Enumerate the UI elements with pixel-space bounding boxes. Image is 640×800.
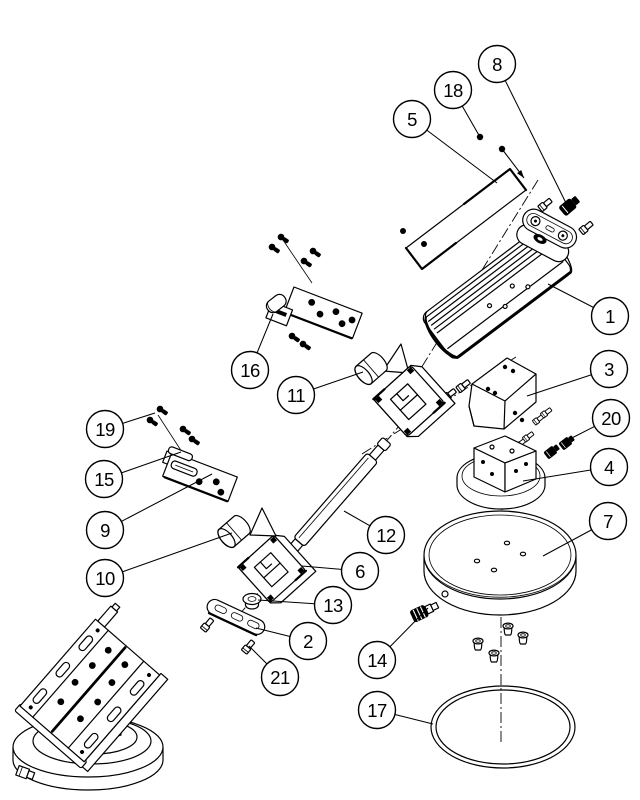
balloon-11 bbox=[276, 375, 316, 415]
shim-plate bbox=[382, 343, 410, 374]
leader-line-21 bbox=[248, 645, 268, 665]
part-cover-plate bbox=[404, 167, 528, 271]
balloon-4 bbox=[589, 447, 629, 487]
leader-line-2 bbox=[255, 627, 291, 638]
screw-axis-line bbox=[157, 414, 183, 453]
leader-line-13 bbox=[257, 599, 315, 605]
balloon-label-4: 4 bbox=[604, 457, 614, 478]
balloon-9 bbox=[85, 510, 125, 550]
leader-line-3 bbox=[526, 374, 592, 397]
balloon-label-19: 19 bbox=[95, 419, 115, 440]
leader-line-17 bbox=[394, 713, 434, 725]
leader-line-8 bbox=[504, 80, 568, 206]
screw-tip bbox=[400, 228, 406, 234]
balloon-3 bbox=[589, 349, 629, 389]
balloon-label-5: 5 bbox=[407, 109, 417, 130]
leader-line-18 bbox=[461, 105, 481, 138]
balloon-label-1: 1 bbox=[605, 306, 615, 327]
leader-line-7 bbox=[542, 529, 592, 557]
balloon-21 bbox=[260, 657, 300, 697]
balloon-label-7: 7 bbox=[603, 511, 613, 532]
balloon-label-15: 15 bbox=[94, 469, 114, 490]
balloon-1 bbox=[590, 296, 630, 336]
part-motor-bracket bbox=[468, 357, 537, 430]
balloon-label-16: 16 bbox=[240, 360, 260, 381]
assembled-unit bbox=[12, 602, 169, 791]
sensor-nut bbox=[533, 234, 547, 244]
part-clamp-bar bbox=[167, 446, 194, 462]
leader-line-15 bbox=[121, 451, 182, 474]
balloon-15 bbox=[84, 459, 124, 499]
part-pin bbox=[265, 293, 287, 314]
balloon-label-21: 21 bbox=[270, 667, 290, 688]
balloon-19 bbox=[85, 409, 125, 449]
screw-tip bbox=[421, 241, 427, 247]
balloon-7 bbox=[588, 501, 628, 541]
base-screw bbox=[488, 649, 500, 663]
leader-line-1 bbox=[547, 283, 594, 308]
balloon-17 bbox=[357, 690, 397, 730]
balloon-10 bbox=[85, 558, 125, 598]
part-end-cap bbox=[522, 208, 578, 249]
part-nut bbox=[242, 592, 262, 610]
leader-line-9 bbox=[121, 473, 213, 522]
balloon-label-10: 10 bbox=[95, 568, 115, 589]
base-screw bbox=[517, 631, 529, 645]
balloon-20 bbox=[591, 398, 631, 438]
leader-line-19 bbox=[122, 412, 156, 424]
balloon-label-14: 14 bbox=[367, 650, 387, 671]
leader-line-16 bbox=[256, 313, 274, 354]
balloon-label-3: 3 bbox=[604, 359, 614, 380]
balloon-14 bbox=[357, 640, 397, 680]
glue-point-dot bbox=[476, 133, 484, 141]
part-plug bbox=[410, 601, 440, 623]
part-base-disc bbox=[423, 510, 577, 616]
part-oring bbox=[430, 685, 576, 769]
balloon-label-2: 2 bbox=[303, 631, 313, 652]
leader-line-4 bbox=[522, 469, 591, 482]
screw-axis-line bbox=[282, 239, 313, 284]
part-carrier-plate bbox=[283, 286, 363, 340]
balloon-12 bbox=[366, 515, 406, 555]
balloon-label-20: 20 bbox=[601, 408, 621, 429]
balloon-6 bbox=[340, 551, 380, 591]
leader-line-6 bbox=[301, 565, 342, 570]
balloon-5 bbox=[392, 99, 432, 139]
balloon-2 bbox=[288, 621, 328, 661]
leader-line-11 bbox=[313, 371, 364, 390]
shim-plate bbox=[249, 507, 277, 537]
balloon-label-6: 6 bbox=[355, 561, 365, 582]
leader-line-12 bbox=[343, 510, 371, 527]
arrowhead-icon bbox=[517, 170, 524, 178]
leader-line-5 bbox=[426, 129, 498, 184]
balloon-18 bbox=[433, 70, 473, 110]
base-screw bbox=[472, 637, 484, 651]
base-screw bbox=[502, 622, 514, 636]
leader-line-20 bbox=[565, 425, 595, 442]
base-knob bbox=[15, 764, 36, 780]
leader-line-14 bbox=[389, 607, 429, 648]
balloon-label-12: 12 bbox=[376, 525, 396, 546]
balloon-label-11: 11 bbox=[287, 385, 305, 406]
part-rotary-table bbox=[456, 435, 546, 510]
balloon-label-17: 17 bbox=[367, 700, 387, 721]
balloon-label-13: 13 bbox=[323, 595, 343, 616]
part-clamp-bar bbox=[170, 460, 198, 477]
leader-line-10 bbox=[122, 532, 233, 573]
balloon-label-8: 8 bbox=[492, 54, 502, 75]
balloon-label-18: 18 bbox=[443, 80, 463, 101]
balloon-13 bbox=[313, 585, 353, 625]
balloon-8 bbox=[477, 44, 517, 84]
balloon-label-9: 9 bbox=[100, 520, 110, 541]
balloon-16 bbox=[230, 350, 270, 390]
